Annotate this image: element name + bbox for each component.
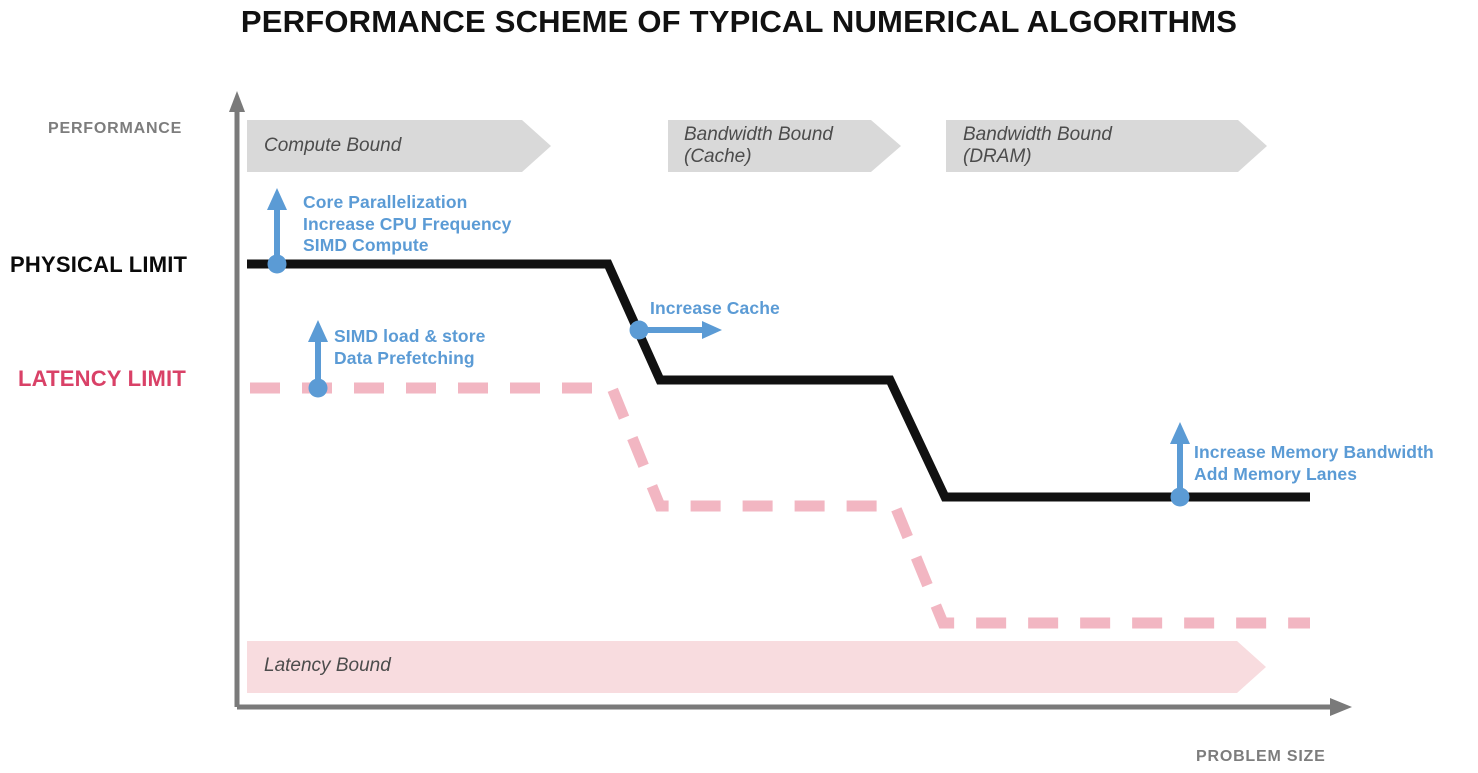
annotation-simd-load-store: SIMD load & store Data Prefetching xyxy=(334,326,486,368)
annotation-core-parallelization: Core Parallelization Increase CPU Freque… xyxy=(303,192,512,255)
banner-label-bandwidth-bound-cache: Bandwidth Bound (Cache) xyxy=(684,124,833,167)
annotation-increase-cache: Increase Cache xyxy=(650,298,780,318)
physical-limit-curve xyxy=(247,259,1310,502)
page-title: PERFORMANCE SCHEME OF TYPICAL NUMERICAL … xyxy=(240,4,1238,39)
physical-limit-label: PHYSICAL LIMIT xyxy=(10,252,188,277)
banner-label-compute-bound: Compute Bound xyxy=(264,135,402,156)
latency-limit-label: LATENCY LIMIT xyxy=(18,366,186,391)
arrow-dot-simd-load-store xyxy=(308,378,328,398)
x-axis-label: PROBLEM SIZE xyxy=(1196,748,1326,765)
banner-latency-bound xyxy=(247,641,1266,693)
arrow-dot-increase-memory-bandwidth xyxy=(1170,487,1190,507)
latency-limit-curve xyxy=(250,382,1310,629)
x-axis-arrowhead xyxy=(1330,698,1352,716)
arrow-dot-core-parallelization xyxy=(267,254,287,274)
region-banners xyxy=(247,120,1267,693)
arrow-head-core-parallelization xyxy=(267,188,287,210)
annotation-increase-memory-bandwidth: Increase Memory Bandwidth Add Memory Lan… xyxy=(1194,442,1434,484)
annotation-arrows xyxy=(267,188,1190,507)
arrow-head-increase-memory-bandwidth xyxy=(1170,422,1190,444)
banner-bandwidth-bound-dram xyxy=(946,120,1267,172)
arrow-head-simd-load-store xyxy=(308,320,328,342)
arrow-head-increase-cache xyxy=(702,321,722,339)
y-axis-label: PERFORMANCE xyxy=(48,120,183,137)
y-axis-arrowhead xyxy=(229,91,245,112)
banner-compute-bound xyxy=(247,120,551,172)
arrow-dot-increase-cache xyxy=(629,320,649,340)
banner-label-latency-bound: Latency Bound xyxy=(264,655,391,676)
banner-bandwidth-bound-cache xyxy=(668,120,901,172)
banner-label-bandwidth-bound-dram: Bandwidth Bound (DRAM) xyxy=(963,124,1112,167)
axis-group xyxy=(229,91,1352,716)
